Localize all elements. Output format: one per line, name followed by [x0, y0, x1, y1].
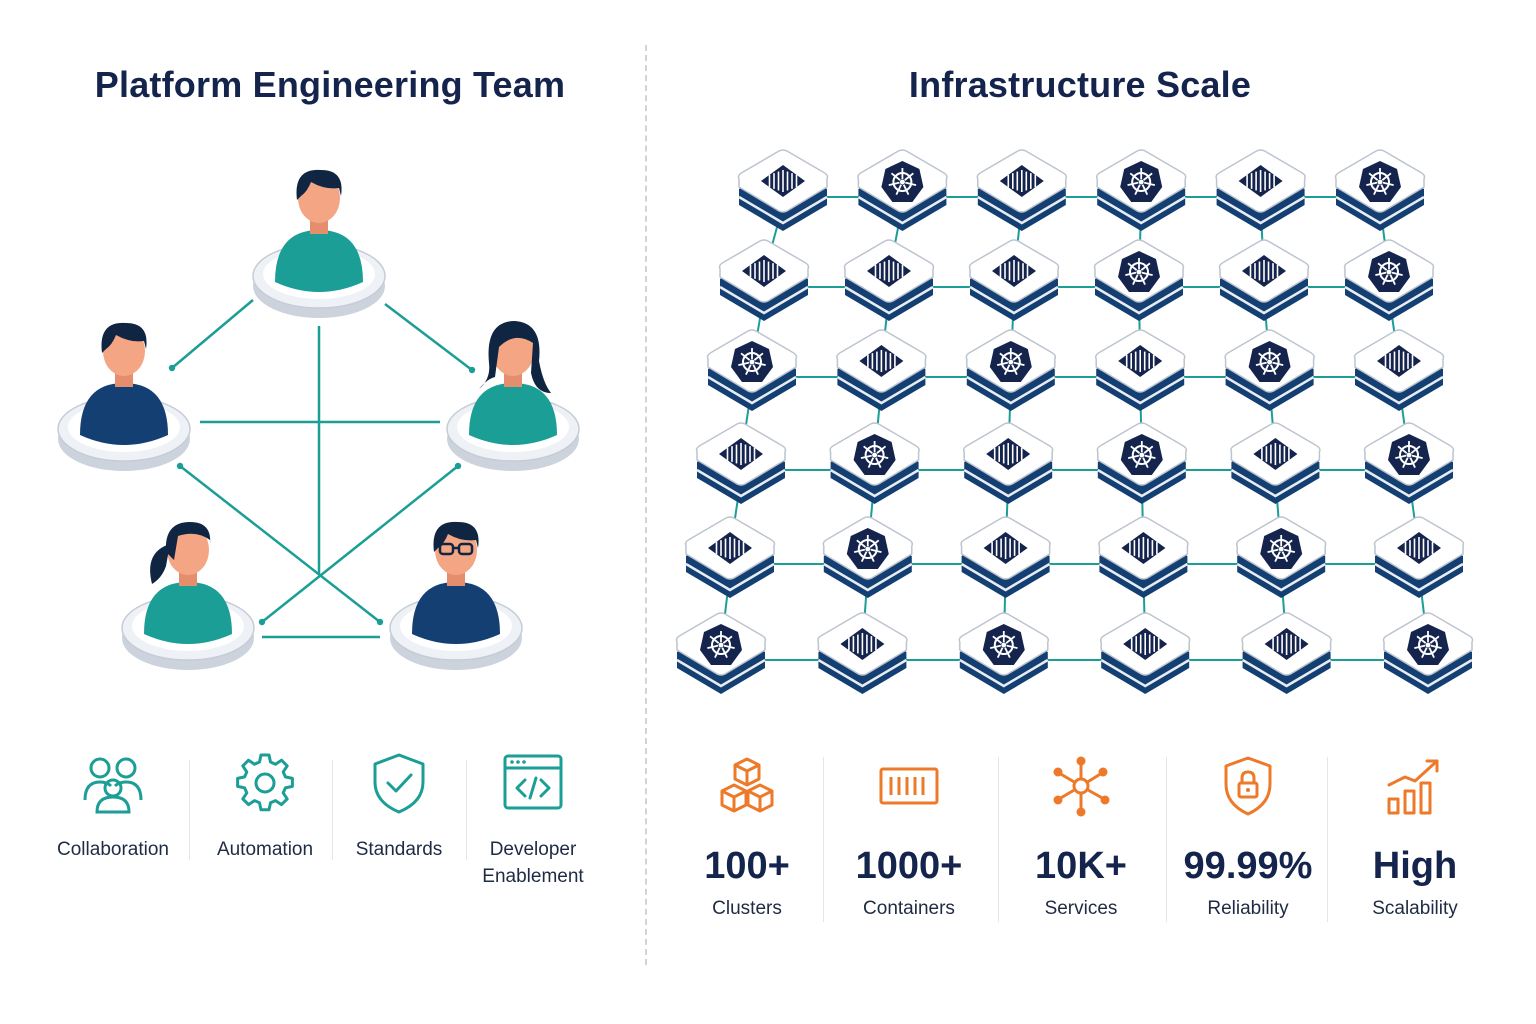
connection-line: [171, 299, 254, 369]
section-divider: [645, 45, 647, 965]
kubernetes-node-icon: [1095, 149, 1187, 231]
stat-value: 1000+: [855, 845, 963, 887]
container-node-icon: [1230, 422, 1321, 504]
person-woman-icon: [446, 321, 580, 471]
person-man-glasses-icon: [389, 521, 523, 670]
kubernetes-node-icon: [829, 422, 920, 504]
connection-dot: [376, 618, 384, 626]
stat-value: 10K+: [1035, 845, 1127, 887]
container-node-icon: [976, 149, 1068, 231]
container-icon: [879, 767, 939, 805]
infrastructure-title: Infrastructure Scale: [908, 64, 1252, 105]
stat-caption: Reliability: [1207, 898, 1289, 919]
stat-separator: [998, 757, 999, 922]
container-node-icon: [1241, 612, 1332, 694]
container-node-icon: [1098, 516, 1189, 598]
feature-separator: [466, 760, 467, 860]
feature-developer-enablement: Developer Enablement: [458, 752, 608, 890]
connection-line: [384, 303, 473, 371]
connection-dot: [176, 462, 184, 470]
kubernetes-node-icon: [965, 329, 1057, 411]
connection-dot: [468, 366, 476, 374]
stat-clusters: 100+ Clusters: [667, 755, 827, 920]
cubes-icon: [720, 757, 774, 813]
stat-scalability: High Scalability: [1335, 755, 1495, 920]
container-node-icon: [695, 422, 787, 504]
feature-separator: [332, 760, 333, 860]
kubernetes-node-icon: [1363, 422, 1455, 504]
feature-label: Developer Enablement: [482, 839, 584, 887]
feature-label: Standards: [355, 839, 443, 860]
container-node-icon: [968, 239, 1060, 321]
person-man-icon: [57, 322, 191, 471]
feature-standards: Standards: [324, 752, 474, 863]
kubernetes-node-icon: [1096, 422, 1188, 504]
kubernetes-node-icon: [706, 329, 798, 411]
stat-value: 99.99%: [1183, 845, 1313, 887]
kubernetes-node-icon: [1093, 239, 1185, 321]
stat-caption: Clusters: [712, 898, 782, 919]
kubernetes-node-icon: [675, 612, 767, 694]
infrastructure-grid: [675, 149, 1474, 694]
container-node-icon: [960, 516, 1051, 598]
kubernetes-node-icon: [1224, 329, 1315, 411]
container-node-icon: [718, 239, 810, 321]
stat-services: 10K+ Services: [1001, 755, 1161, 920]
team-network-diagram: [57, 169, 580, 670]
stat-separator: [1166, 757, 1167, 922]
network-nodes-icon: [1053, 756, 1110, 817]
grid-connections: [720, 196, 1429, 661]
gear-icon: [236, 753, 294, 812]
connection-line: [261, 465, 459, 623]
container-node-icon: [1218, 239, 1310, 321]
stat-reliability: 99.99% Reliability: [1168, 755, 1328, 920]
kubernetes-node-icon: [857, 149, 948, 231]
collaboration-icon: [83, 757, 143, 814]
lock-shield-icon: [1224, 756, 1272, 816]
team-title: Platform Engineering Team: [94, 64, 566, 105]
person-woman-ponytail-icon: [121, 522, 255, 670]
feature-label: Collaboration: [57, 839, 169, 860]
container-node-icon: [737, 149, 829, 231]
container-node-icon: [1099, 612, 1191, 694]
kubernetes-node-icon: [1343, 239, 1435, 321]
stat-separator: [1327, 757, 1328, 922]
feature-automation: Automation: [190, 752, 340, 863]
kubernetes-node-icon: [1382, 612, 1474, 694]
person-man-icon: [252, 169, 386, 318]
connection-dot: [454, 462, 462, 470]
stat-value: 100+: [704, 845, 790, 887]
connection-dot: [168, 364, 176, 372]
stat-containers: 1000+ Containers: [829, 755, 989, 920]
stat-caption: Containers: [863, 898, 955, 919]
container-node-icon: [843, 239, 935, 321]
kubernetes-node-icon: [958, 612, 1050, 694]
kubernetes-node-icon: [822, 516, 914, 598]
feature-separator: [189, 760, 190, 860]
stat-caption: Services: [1044, 898, 1118, 919]
shield-check-icon: [373, 753, 425, 814]
container-node-icon: [684, 516, 776, 598]
connection-line: [179, 465, 381, 623]
container-node-icon: [817, 612, 908, 694]
container-node-icon: [1373, 516, 1465, 598]
stat-caption: Scalability: [1372, 898, 1458, 919]
container-node-icon: [962, 422, 1054, 504]
stat-value: High: [1372, 845, 1458, 887]
container-node-icon: [1094, 329, 1186, 411]
stat-separator: [823, 757, 824, 922]
feature-collaboration: Collaboration: [38, 752, 188, 863]
feature-label: Automation: [216, 839, 314, 860]
team-connections: [168, 299, 476, 639]
code-window-icon: [503, 754, 563, 810]
container-node-icon: [1215, 149, 1306, 231]
kubernetes-node-icon: [1334, 149, 1426, 231]
connection-dot: [258, 618, 266, 626]
growth-chart-icon: [1387, 759, 1439, 815]
container-node-icon: [1353, 329, 1445, 411]
container-node-icon: [836, 329, 927, 411]
kubernetes-node-icon: [1235, 516, 1327, 598]
